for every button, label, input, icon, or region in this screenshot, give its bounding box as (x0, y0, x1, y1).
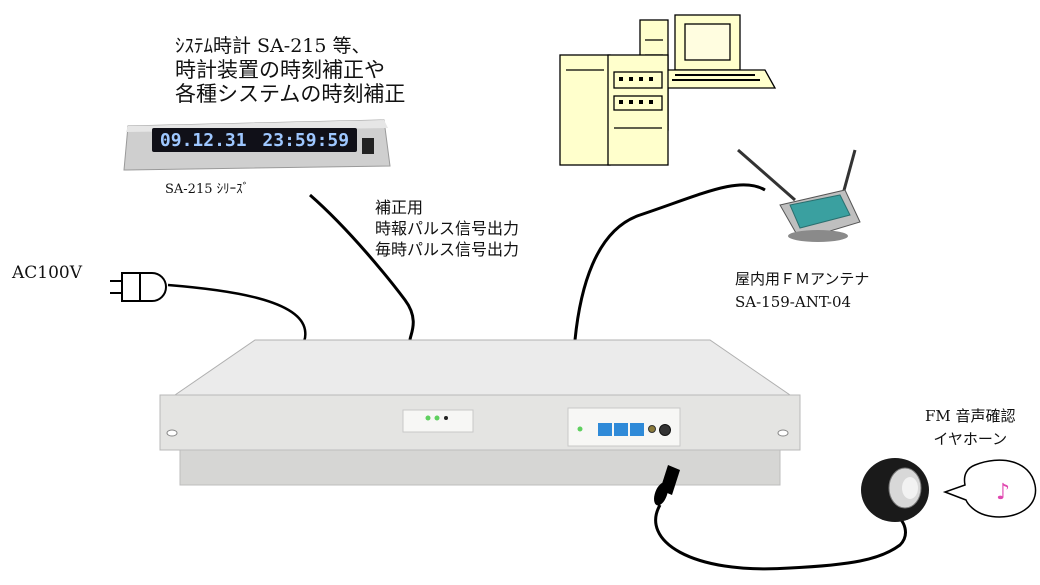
earphone-plug-icon (654, 465, 680, 506)
correction-caption-line2: 時報パルス信号出力 (375, 218, 520, 238)
fm-antenna-icon (737, 148, 861, 242)
earphone-caption-line2: イヤホーン (933, 429, 1008, 448)
earphone-cable (654, 504, 907, 571)
power-label: AC100V (12, 263, 83, 283)
correction-caption-line3: 毎時パルス信号出力 (375, 239, 520, 259)
antenna-cable (573, 183, 766, 341)
sound-bubble-icon (942, 459, 1037, 518)
antenna-caption-line2: SA-159-ANT-04 (735, 292, 852, 311)
system-caption-line1: ｼｽﾃﾑ時計 SA-215 等、 (175, 35, 371, 57)
earphone-caption-line1: FM 音声確認 (925, 407, 1016, 425)
pulse-signal-cable (309, 193, 415, 341)
clock-digits: 09.12.31 23:59:59 (152, 128, 357, 152)
correction-caption: 補正用 時報パルス信号出力 毎時パルス信号出力 (375, 198, 519, 260)
antenna-caption: 屋内用ＦＭアンテナ SA-159-ANT-04 (735, 268, 869, 313)
system-caption-line2: 時計装置の時刻補正や (175, 57, 385, 82)
clock-model-label: SA-215 ｼﾘｰｽﾞ (165, 182, 250, 197)
earphone-caption: FM 音声確認 イヤホーン (925, 405, 1016, 450)
clock-time: 23:59:59 (262, 129, 350, 151)
main-receiver-unit (159, 339, 801, 486)
music-note-icon: ♪ (996, 480, 1011, 505)
power-plug-icon (110, 272, 167, 302)
correction-caption-line1: 補正用 (375, 198, 424, 217)
antenna-caption-line1: 屋内用ＦＭアンテナ (735, 270, 870, 288)
system-clock-caption: ｼｽﾃﾑ時計 SA-215 等、 時計装置の時刻補正や 各種システムの時刻補正 (175, 35, 406, 106)
system-caption-line3: 各種システムの時刻補正 (175, 81, 406, 106)
computer-icon (559, 14, 777, 166)
clock-date: 09.12.31 (159, 129, 247, 151)
earphone-icon (861, 458, 929, 522)
clock-device-sa215: 09.12.31 23:59:59 (122, 118, 392, 178)
